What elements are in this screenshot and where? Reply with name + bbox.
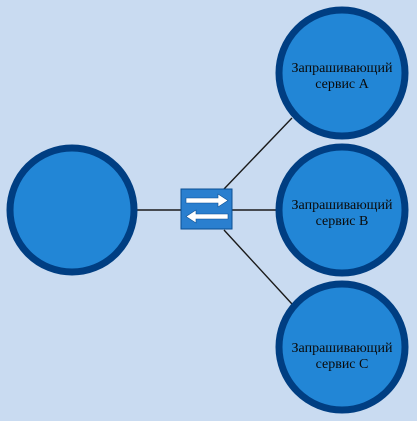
service-b-label-line2: сервис B bbox=[316, 214, 369, 229]
service-b-node[interactable]: Запрашивающий сервис B bbox=[275, 143, 409, 277]
service-c-label-line1: Запрашивающий bbox=[292, 341, 393, 356]
edge-switch-service-a bbox=[223, 117, 293, 190]
switch-node[interactable] bbox=[180, 188, 233, 230]
provider-node[interactable] bbox=[6, 144, 138, 276]
edges bbox=[136, 117, 293, 305]
edge-switch-service-c bbox=[223, 229, 293, 305]
service-a-label-line1: Запрашивающий bbox=[292, 61, 393, 76]
service-a-node[interactable]: Запрашивающий сервис A bbox=[275, 6, 409, 140]
service-a-label-line2: сервис A bbox=[315, 77, 369, 92]
service-b-label-line1: Запрашивающий bbox=[292, 198, 393, 213]
bidirectional-arrows-icon bbox=[185, 193, 229, 224]
service-c-label-line2: сервис C bbox=[316, 357, 369, 372]
service-c-node[interactable]: Запрашивающий сервис C bbox=[275, 280, 409, 414]
